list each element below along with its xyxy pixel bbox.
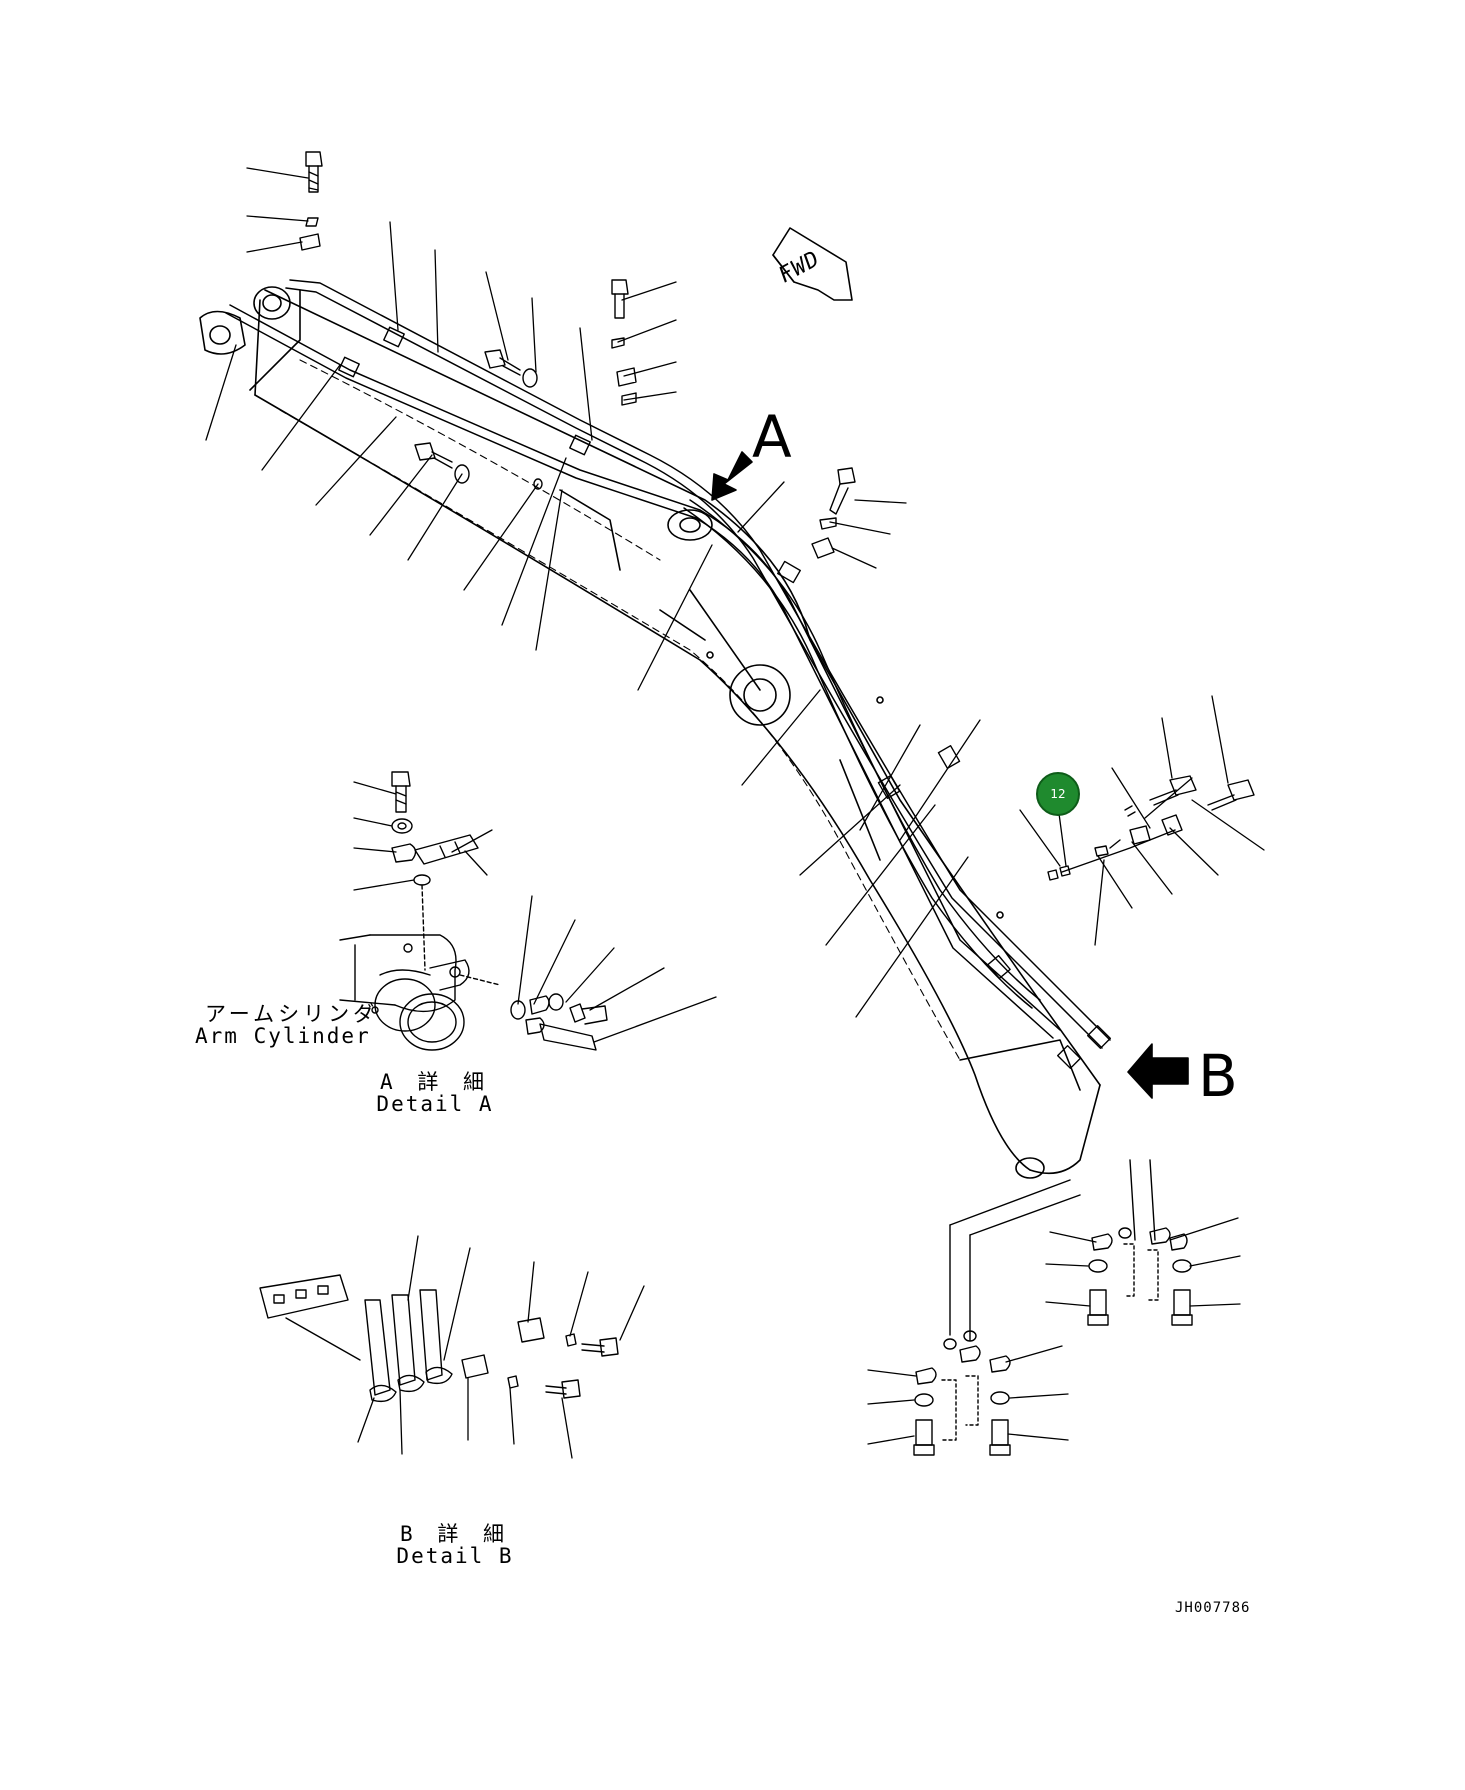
arm-cylinder-label-jp: アームシリンダ <box>205 1002 379 1026</box>
detail-a-drawing <box>339 771 608 1051</box>
detail-b-marker: B <box>1198 1042 1238 1110</box>
detail-b-arrow-icon <box>1127 1043 1189 1099</box>
drawing-code: JH007786 <box>1175 1600 1251 1616</box>
detail-b-caption-jp: B 詳 細 <box>400 1522 510 1546</box>
detail-b-caption-en: Detail B <box>396 1544 514 1568</box>
detail-a-arrow-icon <box>711 451 753 501</box>
lower-fittings <box>913 1159 1193 1456</box>
fwd-arrow-icon <box>772 227 853 301</box>
detail-a-marker: A <box>752 403 792 471</box>
hydraulic-lines <box>225 279 1111 1049</box>
arm-cylinder-label-en: Arm Cylinder <box>195 1024 371 1048</box>
detail-a-caption-en: Detail A <box>376 1092 494 1116</box>
rear-hardware-stack <box>299 151 856 559</box>
leader-lines <box>205 167 1265 1459</box>
detail-b-drawing <box>259 1274 619 1403</box>
callout-12-badge[interactable]: 12 <box>1036 772 1080 816</box>
line-clamps <box>338 326 1112 1070</box>
detail-a-caption-jp: A 詳 細 <box>380 1070 490 1094</box>
